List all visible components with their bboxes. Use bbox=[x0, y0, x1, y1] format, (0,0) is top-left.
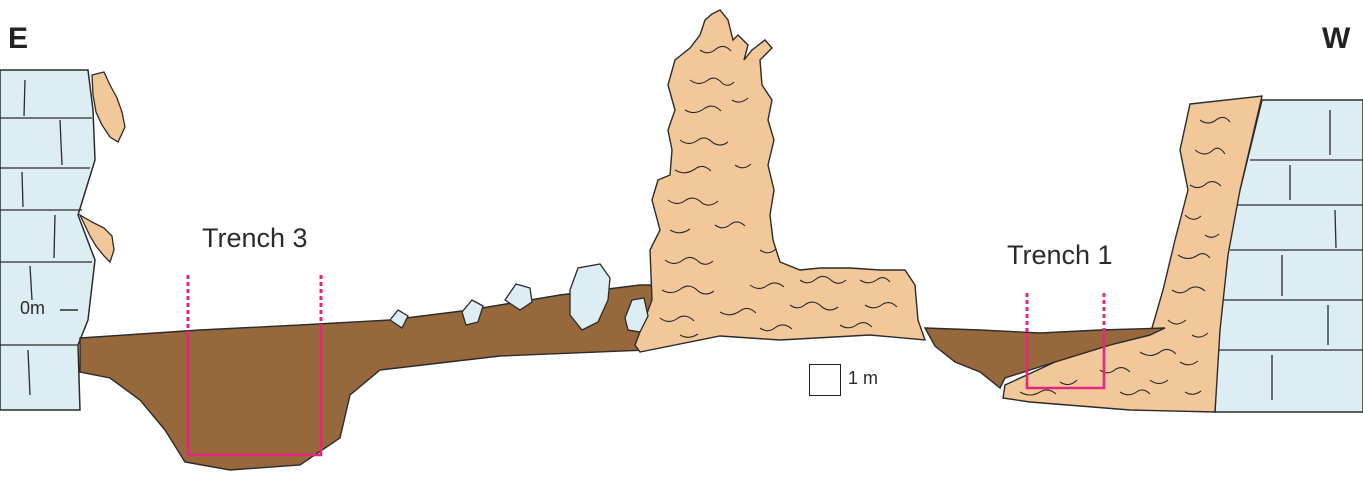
east-label: E bbox=[8, 22, 28, 56]
trench-3-label: Trench 3 bbox=[202, 223, 308, 254]
sediment-fill bbox=[80, 285, 1165, 470]
central-pillar bbox=[635, 10, 925, 352]
scale-label: 1 m bbox=[848, 368, 878, 389]
trench-1-label: Trench 1 bbox=[1007, 240, 1113, 271]
west-label: W bbox=[1322, 22, 1350, 56]
scale-box bbox=[809, 364, 841, 396]
datum-label: 0m bbox=[20, 298, 45, 319]
